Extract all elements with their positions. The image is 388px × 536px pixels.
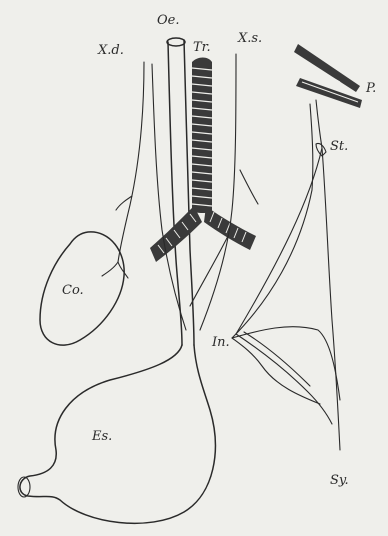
label-co: Co.	[62, 283, 84, 298]
label-oe: Oe.	[157, 13, 179, 28]
label-xd: X.d.	[97, 43, 124, 58]
label-es: Es.	[91, 429, 112, 444]
sympathetic-chain	[232, 100, 340, 450]
label-sy: Sy.	[330, 473, 349, 488]
label-tr: Tr.	[193, 40, 211, 55]
label-st: St.	[330, 139, 348, 154]
p-structure	[294, 44, 362, 108]
label-xs: X.s.	[237, 31, 262, 46]
stomach	[18, 345, 215, 523]
oesophagus	[167, 38, 194, 345]
label-p: P.	[365, 81, 376, 96]
label-in: In.	[211, 335, 230, 350]
trachea	[150, 58, 256, 263]
